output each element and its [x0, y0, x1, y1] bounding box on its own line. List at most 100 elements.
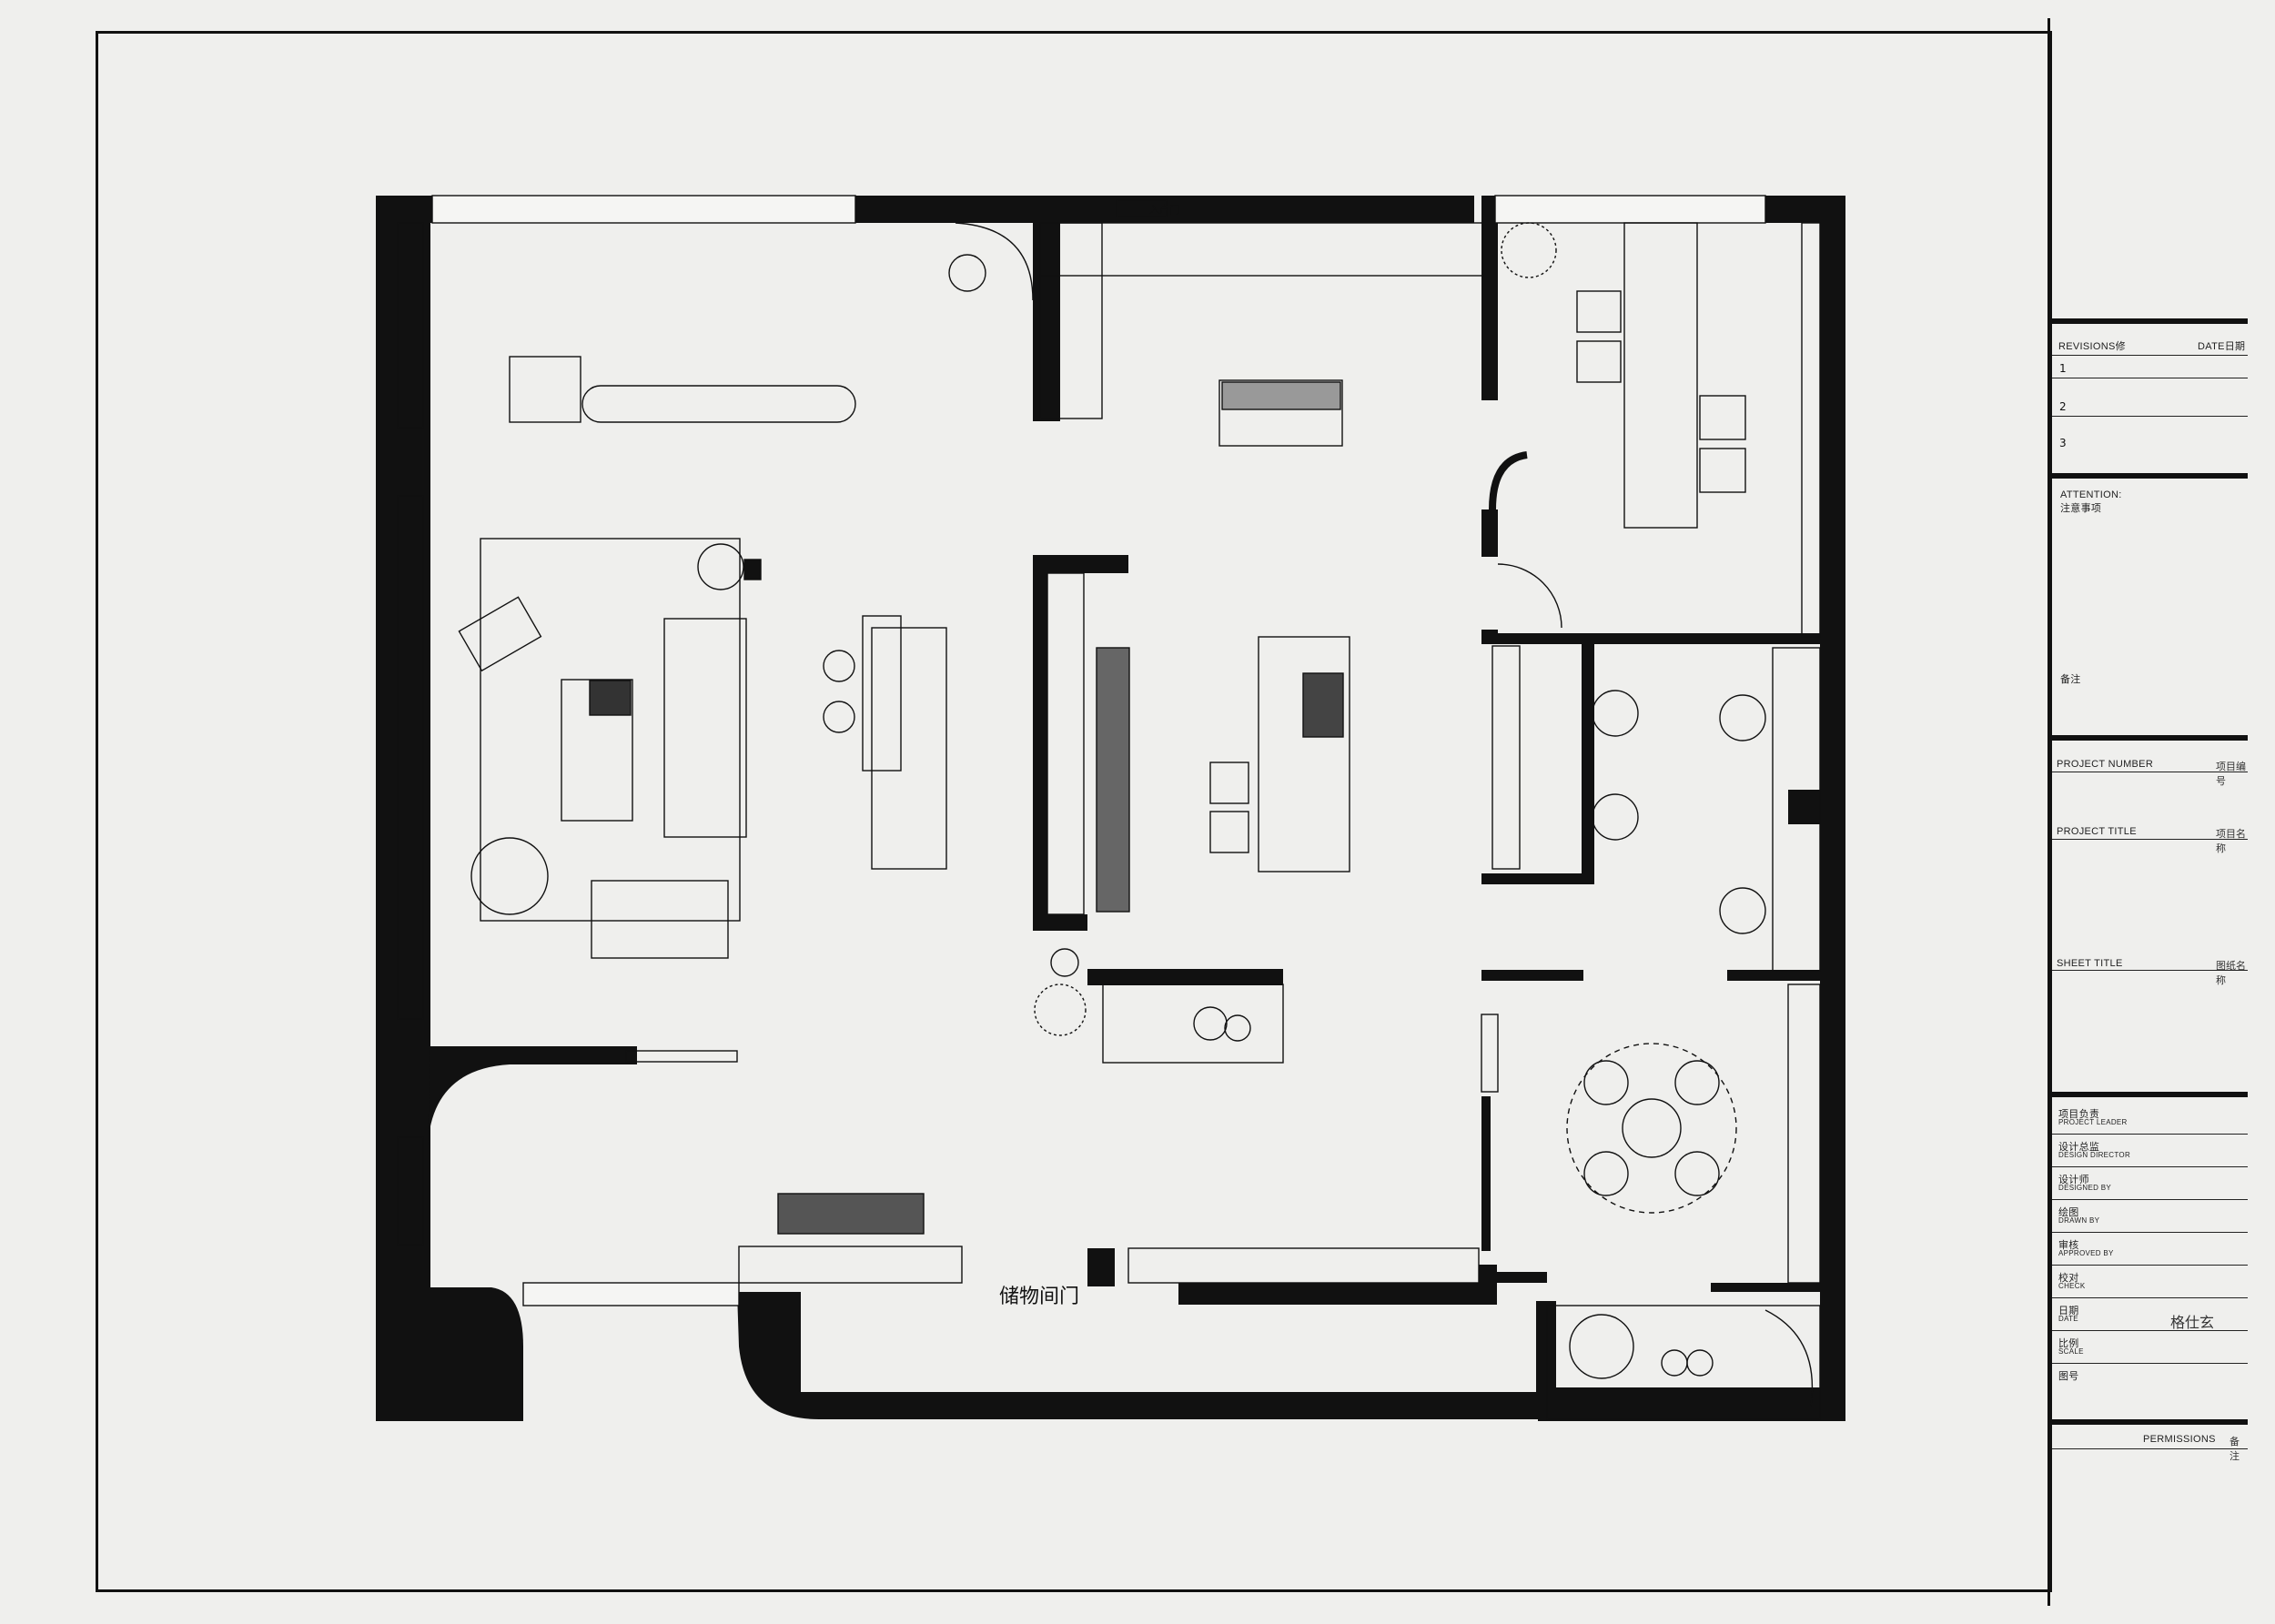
permissions-label: PERMISSIONS [2143, 1434, 2216, 1445]
planter-strip [738, 1246, 963, 1284]
sheet-title-cn: 图纸名称 [2216, 961, 2246, 986]
column-bottom-left [430, 1287, 523, 1421]
dining-table-inlay [1302, 672, 1344, 738]
toilet-2 [1592, 793, 1639, 841]
staff-5-en: CHECK [2058, 1282, 2086, 1290]
staff-0-en: PROJECT LEADER [2058, 1118, 2128, 1126]
staff-4-cn: 审核 [2058, 1240, 2079, 1251]
storage-door-label: 储物间门 [999, 1286, 1079, 1308]
wall-bath-column [1788, 790, 1820, 824]
tb-rule [2052, 318, 2248, 324]
tearoom-cabinet [1787, 983, 1821, 1284]
pillar-top [1033, 223, 1060, 421]
planter-plant-2 [1224, 1014, 1251, 1042]
attention-label: ATTENTION: [2060, 489, 2122, 500]
coffee-table-top [589, 680, 632, 716]
wall-tearoom-left [1481, 1096, 1491, 1251]
tree-top-mid [1050, 948, 1079, 977]
bedroom-door-swing [1497, 563, 1562, 629]
scale-row-en: SCALE [2058, 1347, 2084, 1356]
dining-table [1258, 636, 1350, 873]
revisions-label: REVISIONS修 [2058, 341, 2126, 352]
bar-stool-2 [823, 701, 855, 733]
side-stool [743, 559, 762, 580]
toilet-4 [1719, 887, 1766, 934]
wall-bottom-mid [1178, 1283, 1479, 1305]
furniture [397, 195, 1821, 1420]
bedroom-chair-1 [1699, 395, 1746, 440]
planter-box [1102, 983, 1284, 1064]
kitchen-counter-top [1039, 222, 1484, 277]
bar-island [862, 615, 902, 772]
dining-bench-pattern [1221, 381, 1341, 410]
toilet-3 [1719, 694, 1766, 741]
terrace-plant-2 [1686, 1349, 1714, 1377]
dining-bench [1218, 379, 1343, 447]
window-top-left [431, 195, 856, 224]
bedroom-wardrobe [1801, 222, 1821, 638]
staff-5-cn: 校对 [2058, 1273, 2079, 1284]
bedroom-chair-2 [1699, 448, 1746, 493]
coffee-table [561, 679, 633, 822]
drawing-frame [96, 31, 2052, 1592]
spine-cabinet-left [1046, 572, 1085, 915]
terrace-plant-1 [1661, 1349, 1688, 1377]
staff-4-en: APPROVED BY [2058, 1249, 2114, 1257]
left-cabinet-2 [397, 495, 424, 1020]
sofa [663, 618, 747, 838]
project-title-cn: 项目名称 [2216, 829, 2246, 854]
tea-chair-2 [1674, 1060, 1720, 1105]
rev-mark-2: 2 [2059, 400, 2067, 413]
wall-bedroom-left-upper [1481, 196, 1498, 400]
spine-planter-top [1087, 969, 1283, 985]
terrace-tree [1569, 1314, 1634, 1379]
bedroom-chair-4 [1576, 340, 1622, 383]
wall-tearoom-bottom [1491, 1272, 1547, 1283]
spine-cabinet-dark [1096, 647, 1130, 913]
left-cabinet-1 [397, 222, 424, 429]
terrace [1546, 1305, 1821, 1420]
wall-stub-bottom [1087, 1248, 1115, 1286]
staff-1-cn: 设计总监 [2058, 1142, 2100, 1153]
bedroom-desk [1623, 222, 1698, 529]
rev-mark-3: 3 [2059, 437, 2067, 449]
date-row-cn: 日期 [2058, 1306, 2079, 1316]
tea-table [1622, 1098, 1682, 1158]
dining-set [458, 596, 542, 672]
sheet-title-label: SHEET TITLE [2057, 958, 2123, 969]
project-title-label: PROJECT TITLE [2057, 826, 2137, 837]
left-cabinet-3 [397, 1136, 424, 1246]
tv-side-table [509, 356, 581, 423]
permissions-cn: 备注 [2230, 1437, 2240, 1462]
kitchen-island [871, 627, 947, 870]
kitchen-counter-left [1039, 222, 1103, 419]
toilet-1 [1592, 690, 1639, 737]
bath-shower [1772, 647, 1821, 972]
spine-left [1033, 555, 1047, 928]
project-number-label: PROJECT NUMBER [2057, 759, 2154, 770]
walls [376, 196, 1845, 1421]
wall-bottom-mid-end [1479, 1265, 1497, 1305]
wall-tearoom-top-right [1727, 970, 1820, 981]
planter-plant-1 [1193, 1006, 1228, 1041]
fireplace [777, 1193, 925, 1235]
tree-planter [1034, 983, 1087, 1036]
sofa-chaise [591, 880, 729, 959]
tea-chair-3 [1583, 1151, 1629, 1196]
dining-chair-2 [1209, 811, 1249, 853]
dining-chair-1 [1209, 762, 1249, 804]
lounge-chair [470, 837, 549, 915]
project-number-cn: 项目编号 [2216, 762, 2246, 787]
spine-top [1033, 555, 1128, 573]
staff-3-en: DRAWN BY [2058, 1216, 2100, 1225]
title-block-divider [2048, 18, 2050, 1606]
terrace-curve [1764, 1309, 1814, 1407]
window-top-right [1494, 195, 1766, 224]
tearoom-shelf [1481, 1014, 1499, 1093]
bottom-cabinets [1127, 1247, 1480, 1284]
staff-2-en: DESIGNED BY [2058, 1184, 2111, 1192]
wall-left [376, 196, 430, 1421]
top-entry-label: 入户门 [1149, 203, 1179, 216]
